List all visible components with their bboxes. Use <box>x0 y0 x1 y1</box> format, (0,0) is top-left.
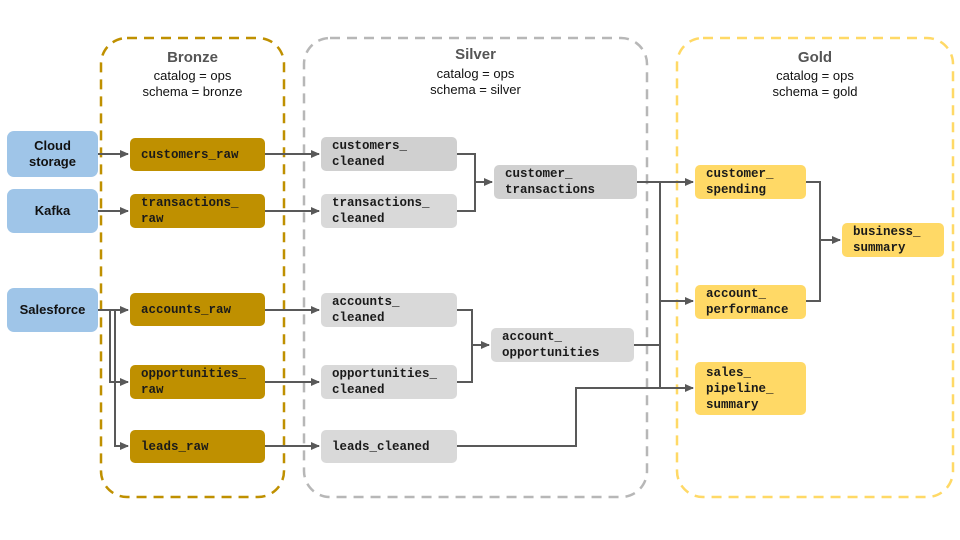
gold-layer-schema: schema = gold <box>772 84 858 99</box>
edge-performance-business-summary <box>806 240 821 302</box>
gold-layer-catalog: catalog = ops <box>776 68 854 83</box>
table-transactions-cleaned[interactable]: transactions_ cleaned <box>321 194 457 228</box>
silver-layer-title: Silver <box>455 46 496 63</box>
edge-opportunities-cleaned-join <box>457 345 473 383</box>
table-account-opportunities[interactable]: account_ opportunities <box>491 328 634 362</box>
table-transactions-raw[interactable]: transactions_ raw <box>130 194 265 228</box>
table-customers-cleaned[interactable]: customers_ cleaned <box>321 137 457 171</box>
table-customer-spending[interactable]: customer_ spending <box>695 165 806 199</box>
source-kafka[interactable]: Kafka <box>7 189 98 233</box>
table-accounts-raw[interactable]: accounts_raw <box>130 293 265 326</box>
edge-spending-business-summary <box>806 181 841 244</box>
edge-leads-cleaned-pipeline <box>457 387 660 447</box>
table-sales-pipeline-summary[interactable]: sales_ pipeline_ summary <box>695 362 806 415</box>
bronze-layer-schema: schema = bronze <box>142 84 243 99</box>
table-customer-transactions[interactable]: customer_ transactions <box>494 165 637 199</box>
gold-layer-title: Gold <box>797 49 833 66</box>
table-account-performance[interactable]: account_ performance <box>695 285 806 319</box>
silver-layer-container <box>302 36 649 499</box>
edge-salesforce-opportunities-raw <box>98 309 129 386</box>
table-business-summary[interactable]: business_ summary <box>842 223 944 257</box>
table-leads-raw[interactable]: leads_raw <box>130 430 265 463</box>
edge-salesforce-leads-raw <box>98 309 129 450</box>
silver-layer-schema: schema = silver <box>430 82 521 97</box>
edge-transactions-cleaned-join <box>457 182 476 212</box>
bronze-layer-title: Bronze <box>167 49 218 66</box>
silver-layer-catalog: catalog = ops <box>436 66 515 81</box>
table-customers-raw[interactable]: customers_raw <box>130 138 265 171</box>
connectors <box>98 150 841 450</box>
bronze-layer-container <box>99 36 286 499</box>
bronze-layer-catalog: catalog = ops <box>153 68 232 83</box>
source-salesforce[interactable]: Salesforce <box>7 288 98 332</box>
table-opportunities-cleaned[interactable]: opportunities_ cleaned <box>321 365 457 399</box>
table-opportunities-raw[interactable]: opportunities_ raw <box>130 365 265 399</box>
gold-layer-container <box>675 36 955 499</box>
table-leads-cleaned[interactable]: leads_cleaned <box>321 430 457 463</box>
edge-customers-cleaned-join <box>457 153 493 186</box>
edge-accounts-cleaned-join <box>457 309 490 349</box>
source-cloud-storage[interactable]: Cloud storage <box>7 131 98 177</box>
table-accounts-cleaned[interactable]: accounts_ cleaned <box>321 293 457 327</box>
